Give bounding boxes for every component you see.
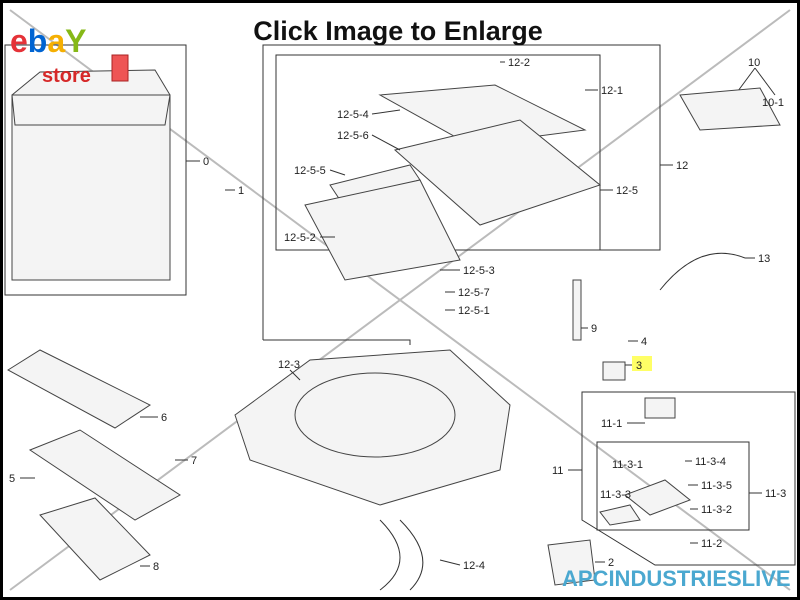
part-label[interactable]: 11-1 [601, 418, 622, 430]
group-box-11-3 [596, 441, 750, 531]
part-label[interactable]: 12-5-4 [337, 109, 369, 121]
part-label[interactable]: 9 [591, 323, 597, 335]
top-cover-12-5-3 [304, 179, 461, 281]
part-label[interactable]: 10 [748, 57, 760, 69]
part-label[interactable]: 12-5-7 [458, 287, 490, 299]
door-icon [111, 54, 129, 82]
decal-6 [7, 349, 152, 429]
part-label[interactable]: 10-1 [762, 97, 784, 109]
group-box-0 [4, 44, 187, 296]
wire-13 [659, 252, 746, 291]
housing-11-3-2 [624, 479, 691, 516]
parts-diagram[interactable]: 0 1 12-2 12-1 12-5-4 12-5-6 12-5-5 12-5-… [3, 3, 797, 597]
harness-12-4 [379, 519, 424, 591]
valve-3 [602, 361, 626, 381]
part-label[interactable]: 11-3-2 [701, 504, 732, 516]
part-label[interactable]: 1 [238, 185, 244, 197]
part-label[interactable]: 12 [676, 160, 688, 172]
lid-frame-12-5-4 [378, 84, 587, 146]
exploded-diagram: 0 1 12-2 12-1 12-5-4 12-5-6 12-5-5 12-5-… [4, 9, 796, 591]
valve-11-1 [644, 397, 676, 419]
hose-9 [572, 279, 582, 341]
part-label[interactable]: 12-4 [463, 560, 485, 572]
part-label[interactable]: 11-2 [701, 538, 722, 550]
part-label[interactable]: 12-5-6 [337, 130, 369, 142]
part-label[interactable]: 8 [153, 561, 159, 573]
svg-text:ebaY: ebaY [10, 23, 86, 59]
page-title[interactable]: Click Image to Enlarge [253, 16, 543, 46]
watermark-text: APCINDUSTRIESLIVE [562, 566, 791, 591]
group-box-12-3 [263, 339, 411, 345]
part-label[interactable]: 11-3-4 [695, 456, 726, 468]
part-label[interactable]: 12-5-5 [294, 165, 326, 177]
part-label[interactable]: 12-2 [508, 57, 530, 69]
group-box-11 [581, 391, 796, 566]
part-label[interactable]: 0 [203, 156, 209, 168]
part-label[interactable]: 11-3 [765, 488, 786, 500]
part-label[interactable]: 6 [161, 412, 167, 424]
part-label[interactable]: 3 [636, 360, 642, 372]
pcb-8 [39, 497, 151, 581]
part-label[interactable]: 5 [9, 473, 15, 485]
cabinet-part-0 [11, 69, 171, 281]
tub-opening [294, 372, 456, 458]
group-box-12 [262, 44, 661, 340]
part-label[interactable]: 13 [758, 253, 770, 265]
part-label[interactable]: 12-5 [616, 185, 638, 197]
part-label[interactable]: 12-5-2 [284, 232, 316, 244]
drawer-2 [547, 539, 596, 586]
part-label[interactable]: 12-3 [278, 359, 300, 371]
cover-11-3-3 [599, 504, 641, 526]
control-panel-5 [28, 429, 181, 521]
door-12-5 [393, 119, 602, 226]
part-label[interactable]: 11-3-1 [612, 459, 643, 471]
part-label[interactable]: 2 [608, 557, 614, 569]
ebay-store-logo[interactable]: ebaY store [10, 23, 129, 87]
part-label[interactable]: 12-5-1 [458, 305, 490, 317]
store-text: store [42, 65, 91, 87]
highlight-part-3 [632, 356, 652, 371]
part-label[interactable]: 12-1 [601, 85, 623, 97]
part-label[interactable]: 4 [641, 336, 647, 348]
part-label[interactable]: 11-3-5 [701, 480, 732, 492]
part-label[interactable]: 7 [191, 455, 197, 467]
panel-10 [679, 87, 781, 131]
part-label[interactable]: 12-5-3 [463, 265, 495, 277]
part-label[interactable]: 11-3-3 [600, 489, 631, 501]
part-label[interactable]: 11 [552, 465, 563, 477]
